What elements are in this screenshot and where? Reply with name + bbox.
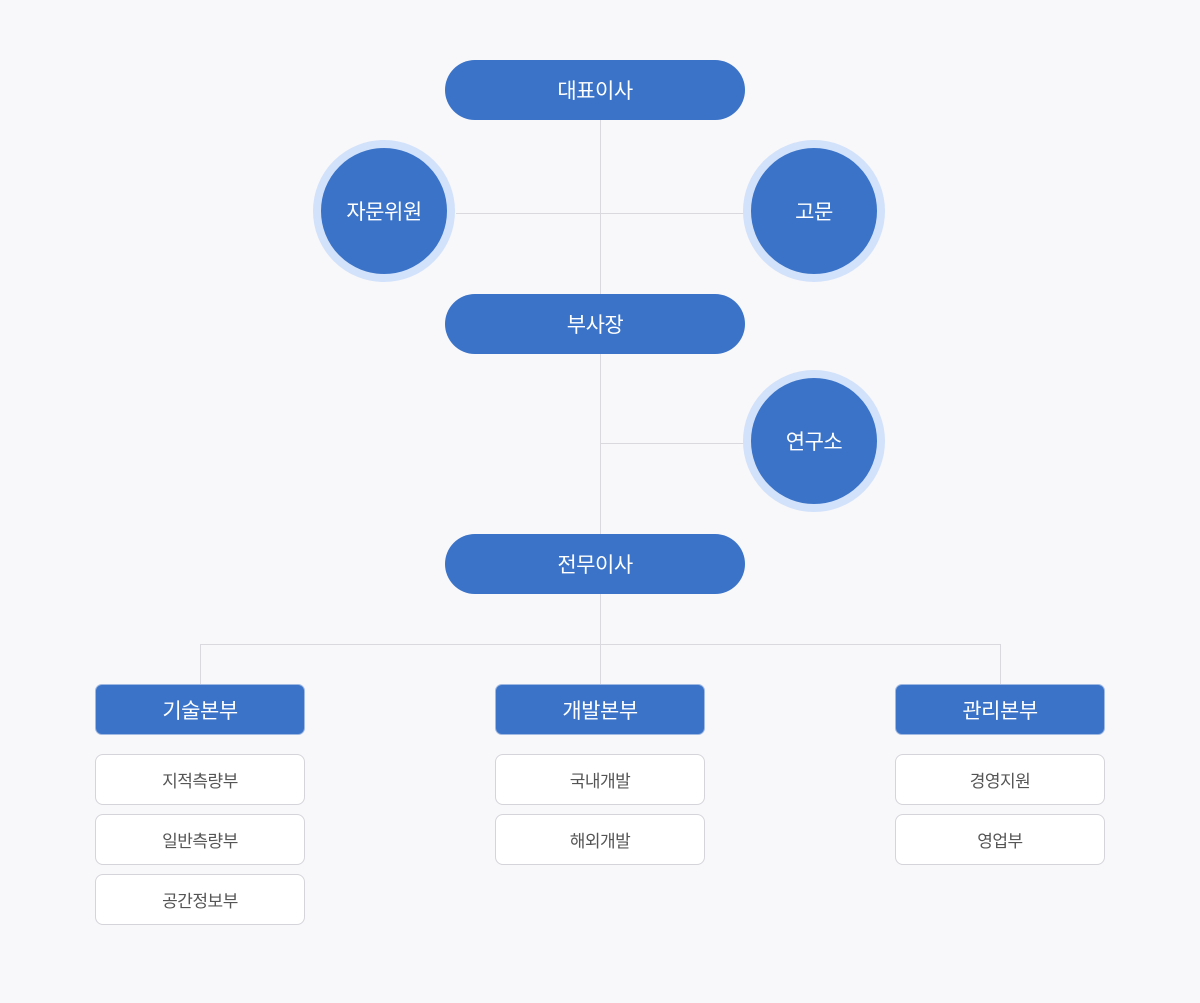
team-item: 일반측량부 — [95, 814, 305, 865]
connector-research-horizontal — [600, 443, 746, 444]
connector-divisions-horizontal — [200, 644, 1001, 645]
vice-president-node: 부사장 — [445, 294, 745, 354]
executive-director-node: 전무이사 — [445, 534, 745, 594]
advisory-committee-node: 자문위원 — [313, 140, 455, 282]
connector-advisory-horizontal — [456, 213, 746, 214]
team-item: 영업부 — [895, 814, 1105, 865]
division-management: 관리본부 — [895, 684, 1105, 735]
connector-division-left — [200, 644, 201, 686]
division-technology: 기술본부 — [95, 684, 305, 735]
team-item: 해외개발 — [495, 814, 705, 865]
team-item: 경영지원 — [895, 754, 1105, 805]
advisor-node: 고문 — [743, 140, 885, 282]
ceo-node: 대표이사 — [445, 60, 745, 120]
connector-vertical-main — [600, 118, 601, 686]
connector-division-right — [1000, 644, 1001, 686]
division-development: 개발본부 — [495, 684, 705, 735]
team-item: 공간정보부 — [95, 874, 305, 925]
team-item: 지적측량부 — [95, 754, 305, 805]
research-institute-node: 연구소 — [743, 370, 885, 512]
team-item: 국내개발 — [495, 754, 705, 805]
